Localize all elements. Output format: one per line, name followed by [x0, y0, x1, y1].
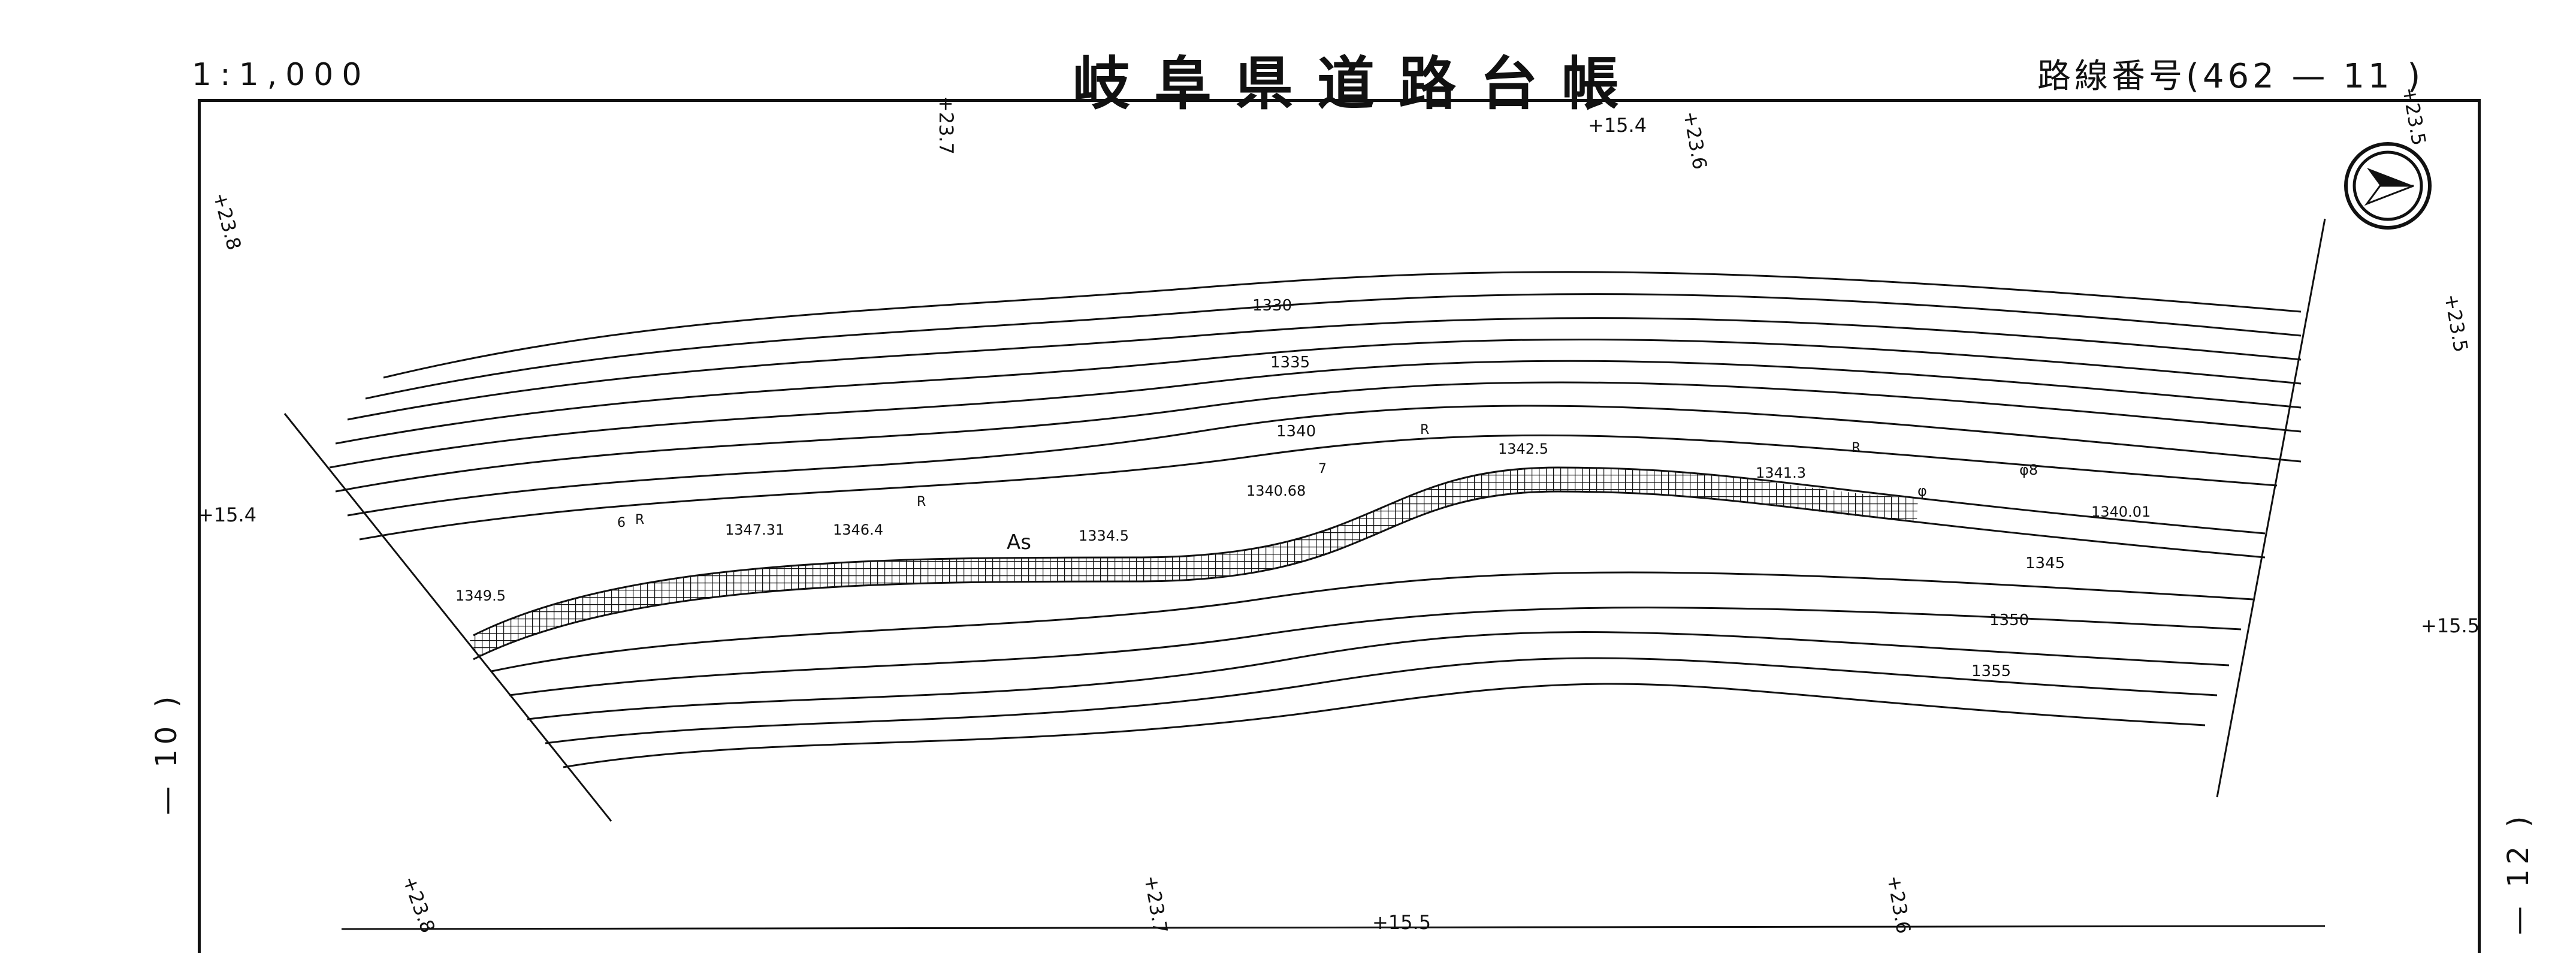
- map-symbol: R: [917, 494, 926, 509]
- contour-label: 1350: [1989, 611, 2030, 629]
- map-scale: 1:1,000: [192, 57, 370, 93]
- survey-boundary-left: [283, 413, 612, 822]
- contour-label: 1330: [1252, 297, 1292, 315]
- map-frame: [198, 99, 2481, 953]
- spot-elevation: 1346.4: [833, 521, 883, 538]
- spot-elevation: 1334.5: [1079, 527, 1129, 544]
- grid-label: +23.7: [935, 95, 958, 155]
- spot-elevation: 1342.5: [1498, 441, 1548, 457]
- grid-label: +15.4: [1588, 114, 1647, 137]
- road-edge-upper: [473, 466, 2266, 637]
- spot-elevation: 1347.31: [725, 521, 785, 538]
- north-arrow-icon: [2343, 141, 2433, 231]
- spot-elevation: 1341.3: [1756, 465, 1806, 481]
- map-symbol: R: [1852, 441, 1861, 456]
- contour-label: 1355: [1971, 662, 2012, 680]
- contour-group-lower: [491, 571, 2254, 768]
- map-symbol: 7: [1318, 462, 1327, 476]
- spot-elevation: 1340.68: [1246, 482, 1306, 499]
- contour-label: 1345: [2025, 554, 2065, 572]
- grid-label: +15.4: [198, 503, 257, 526]
- grid-label: +15.5: [1372, 911, 1432, 934]
- sheet-bottom-line: [341, 925, 2326, 930]
- spot-elevation: 1340.01: [2091, 503, 2151, 520]
- spot-elevation: 1349.5: [455, 587, 506, 604]
- grid-label: +15.5: [2421, 614, 2480, 637]
- contour-label: 1335: [1270, 354, 1310, 372]
- road-edge-lower: [473, 490, 2266, 661]
- contour-group-upper: [329, 271, 2302, 541]
- road-paved-section: [468, 468, 1918, 658]
- surface-type-label: As: [1007, 530, 1031, 554]
- survey-boundary-right: [2216, 218, 2326, 798]
- map-symbol: R: [635, 512, 645, 527]
- page-title: 岐阜県道路台帳: [1073, 50, 1643, 117]
- map-symbol: 6: [617, 515, 626, 530]
- map-symbol: φ: [1917, 482, 1927, 499]
- contour-label: 1340: [1276, 423, 1316, 441]
- map-symbol: R: [1420, 423, 1430, 438]
- map-symbol: φ8: [2019, 462, 2039, 478]
- route-number: 路線番号(462 — 11 ): [2037, 57, 2424, 96]
